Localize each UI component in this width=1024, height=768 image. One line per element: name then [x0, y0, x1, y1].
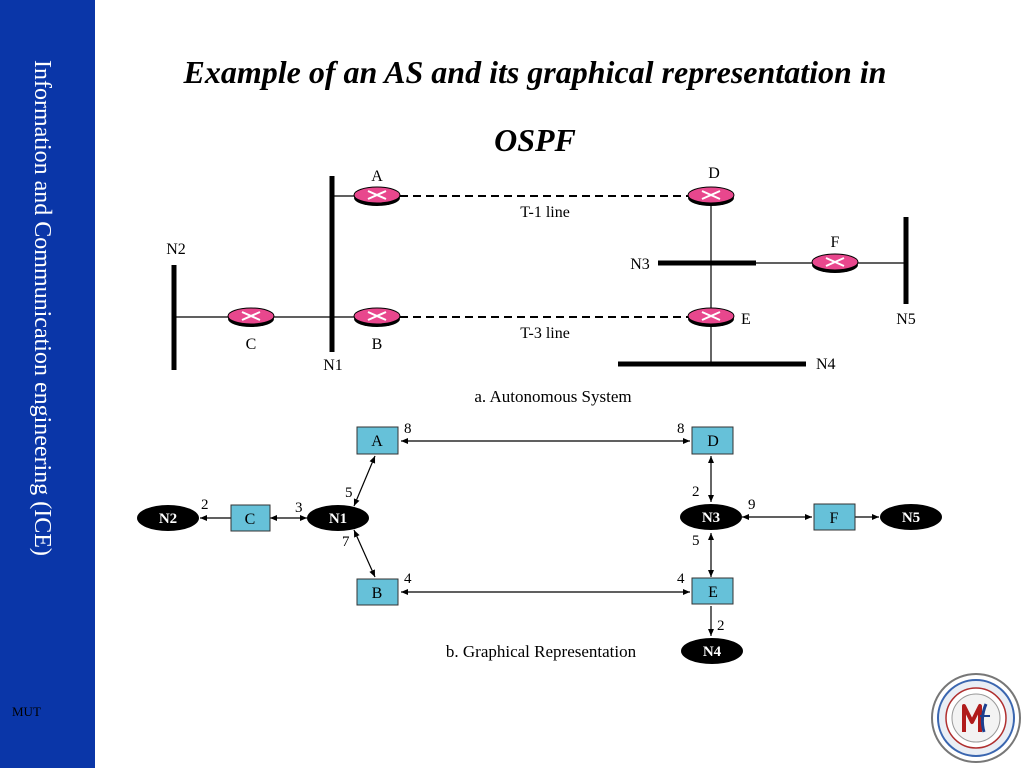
node-e-label: E [708, 584, 718, 601]
node-a [356, 426, 399, 455]
network-n5-oval-label: N5 [902, 510, 920, 526]
sidebar-vertical-title: Information and Communication engineerin… [29, 60, 55, 556]
network-n2-label: N2 [166, 241, 186, 258]
network-n1-oval-label: N1 [329, 511, 347, 527]
network-n1-oval [307, 505, 369, 531]
autonomous-system-caption: a. Autonomous System [474, 387, 631, 406]
network-n2-oval [137, 505, 199, 531]
node-c-label: C [245, 511, 256, 528]
cost-e-n3: 5 [692, 533, 700, 549]
node-a-label: A [371, 433, 383, 450]
router-f-label: F [831, 234, 840, 251]
node-b [356, 578, 399, 606]
router-d-icon [687, 186, 735, 207]
t1-line-label: T-1 line [520, 204, 570, 221]
edge-n1-a [353, 455, 376, 507]
cost-b-e-at-b: 4 [404, 571, 412, 587]
router-f-icon [811, 253, 859, 274]
cost-n1-b: 7 [342, 534, 350, 550]
router-e-icon [687, 307, 735, 328]
slide-title-line1: Example of an AS and its graphical repre… [183, 54, 887, 90]
router-d-label: D [708, 165, 720, 182]
node-f [813, 503, 856, 531]
edge-n1-b [353, 529, 376, 578]
cost-n1-a: 5 [345, 485, 353, 501]
router-e-label: E [741, 311, 751, 328]
node-b-label: B [372, 585, 383, 602]
node-d-label: D [707, 433, 719, 450]
slide-title: Example of an AS and its graphical repre… [95, 38, 975, 174]
cost-c-n1: 3 [295, 500, 303, 516]
sidebar: Information and Communication engineerin… [0, 0, 95, 768]
network-n3-oval [680, 504, 742, 530]
node-e [691, 577, 734, 605]
node-c [230, 504, 271, 532]
t3-line-label: T-3 line [520, 325, 570, 342]
cost-a-d-at-d: 8 [677, 421, 685, 437]
router-b-label: B [372, 336, 383, 353]
router-c-icon [227, 307, 275, 328]
router-b-icon [353, 307, 401, 328]
autonomous-system-diagram: A B C D E F N1 N2 N3 N4 N5 T-1 line T-3 … [166, 165, 916, 406]
cost-e-n4: 2 [717, 618, 725, 634]
router-a-label: A [371, 168, 383, 185]
network-n4-oval [681, 638, 743, 664]
router-c-label: C [246, 336, 257, 353]
graphical-representation-caption: b. Graphical Representation [446, 642, 637, 661]
cost-d-n3: 2 [692, 484, 700, 500]
slide-title-line2: OSPF [494, 122, 576, 158]
cost-b-e-at-e: 4 [677, 571, 685, 587]
network-n3-oval-label: N3 [702, 510, 720, 526]
cost-a-d-at-a: 8 [404, 421, 412, 437]
node-d [691, 426, 734, 455]
network-n5-label: N5 [896, 311, 916, 328]
network-n3-label: N3 [630, 256, 650, 273]
network-n4-label: N4 [816, 356, 836, 373]
cost-n3-f: 9 [748, 497, 756, 513]
cost-c-n2: 2 [201, 497, 209, 513]
network-n4-oval-label: N4 [703, 644, 722, 660]
network-n2-oval-label: N2 [159, 511, 177, 527]
router-a-icon [353, 186, 401, 207]
node-f-label: F [830, 510, 839, 527]
university-logo [931, 673, 1021, 763]
graphical-representation: A D C F B E N2 N1 N3 N5 N4 8 8 5 7 4 4 2… [137, 421, 942, 664]
footer-label: MUT [12, 704, 41, 719]
network-n1-label: N1 [323, 357, 343, 374]
network-n5-oval [880, 504, 942, 530]
